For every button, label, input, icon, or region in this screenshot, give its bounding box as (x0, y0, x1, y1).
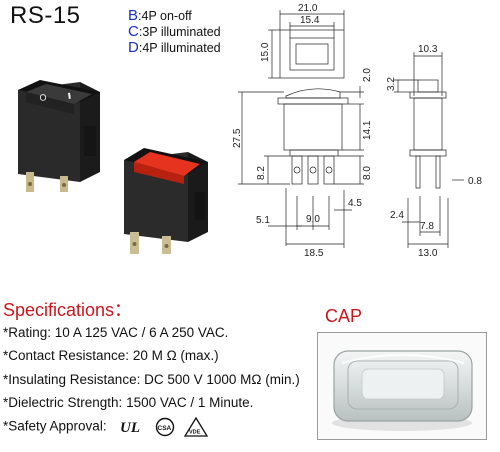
cap-title: CAP (325, 306, 363, 326)
cap-image-frame (317, 332, 487, 440)
spec-value: 10 A 125 VAC / 6 A 250 VAC. (54, 325, 229, 340)
model-number: RS-15 (10, 2, 81, 29)
dim-actuator: 2.0 (362, 68, 373, 82)
dimension-drawing: 21.0 15.4 15.0 10.3 3.2 2.0 14.1 27.5 8.… (232, 3, 482, 259)
dim-terminal-offset: 8.0 (362, 166, 373, 180)
approval-ul: UL (120, 420, 140, 436)
spec-contact-resistance: *Contact Resistance: 20 M Ω (max.) (3, 348, 219, 363)
svg-text:CSA: CSA (158, 425, 172, 432)
dim-body-height: 14.1 (362, 120, 373, 140)
variant-desc: :4P illuminated (138, 41, 221, 55)
red-illuminated-switch-icon (124, 148, 208, 254)
dim-rocker-height: 3.2 (386, 77, 397, 91)
spec-rating: *Rating: 10 A 125 VAC / 6 A 250 VAC. (3, 325, 228, 340)
spec-label: *Dielectric Strength: (3, 395, 123, 410)
red-illuminated-switch-photo (118, 136, 216, 254)
ul-mark-icon: UL (120, 420, 140, 436)
svg-text:O: O (39, 92, 47, 103)
dim-terminal-length: 8.2 (256, 166, 267, 180)
approval-csa: CSA (158, 425, 172, 432)
dim-total-height: 27.5 (232, 128, 243, 148)
spec-label: *Rating: (3, 325, 52, 340)
spec-value: DC 500 V 1000 MΩ (min.) (144, 372, 300, 387)
svg-text:UL: UL (120, 420, 140, 436)
dim-inner-width: 15.4 (300, 15, 320, 26)
spec-dielectric-strength: *Dielectric Strength: 1500 VAC / 1 Minut… (3, 395, 253, 410)
variant-letter: B (128, 7, 139, 24)
dim-top-height: 15.0 (260, 42, 271, 62)
spec-label: *Contact Resistance: (3, 348, 130, 363)
svg-text:VDE: VDE (189, 430, 201, 436)
spec-value: 1500 VAC / 1 Minute. (126, 395, 254, 410)
spec-value: 20 M Ω (max.) (132, 348, 219, 363)
variant-desc: :3P illuminated (138, 25, 221, 39)
variant-desc: :4P on-off (138, 9, 192, 23)
approval-vde: VDE (189, 430, 201, 436)
clear-cap-icon (332, 350, 473, 431)
csa-mark-icon: CSA (155, 417, 175, 437)
dim-depth: 13.0 (418, 248, 438, 259)
variant-letter: C (128, 23, 139, 40)
dim-base-width: 18.5 (304, 248, 324, 259)
dim-left-offset: 5.1 (256, 215, 270, 226)
variant-d: D:4P illuminated (128, 40, 221, 56)
variant-b: B:4P on-off (128, 8, 192, 24)
black-rocker-switch-photo: O (8, 64, 108, 192)
dim-terminal-spacing: 9.0 (306, 214, 320, 225)
spec-insulating-resistance: *Insulating Resistance: DC 500 V 1000 MΩ… (3, 372, 300, 387)
specifications-heading: Specifications： (3, 300, 133, 320)
dim-terminal-gap: 4.5 (348, 198, 362, 209)
dim-outer-width: 21.0 (298, 3, 318, 14)
dim-pin-offset: 2.4 (390, 210, 404, 221)
variant-c: C:3P illuminated (128, 24, 221, 40)
black-rocker-switch-icon: O (18, 80, 100, 192)
dim-pin-pitch: 7.8 (420, 221, 434, 232)
dim-side-width: 10.3 (418, 44, 438, 55)
spec-label: *Safety Approval: (3, 418, 107, 434)
spec-safety-approval: *Safety Approval: UL CSA VDE (3, 417, 208, 437)
variant-letter: D (128, 39, 139, 56)
vde-mark-icon: VDE (183, 417, 208, 437)
spec-label: *Insulating Resistance: (3, 372, 141, 387)
dim-pin-thickness: 0.8 (468, 176, 482, 187)
